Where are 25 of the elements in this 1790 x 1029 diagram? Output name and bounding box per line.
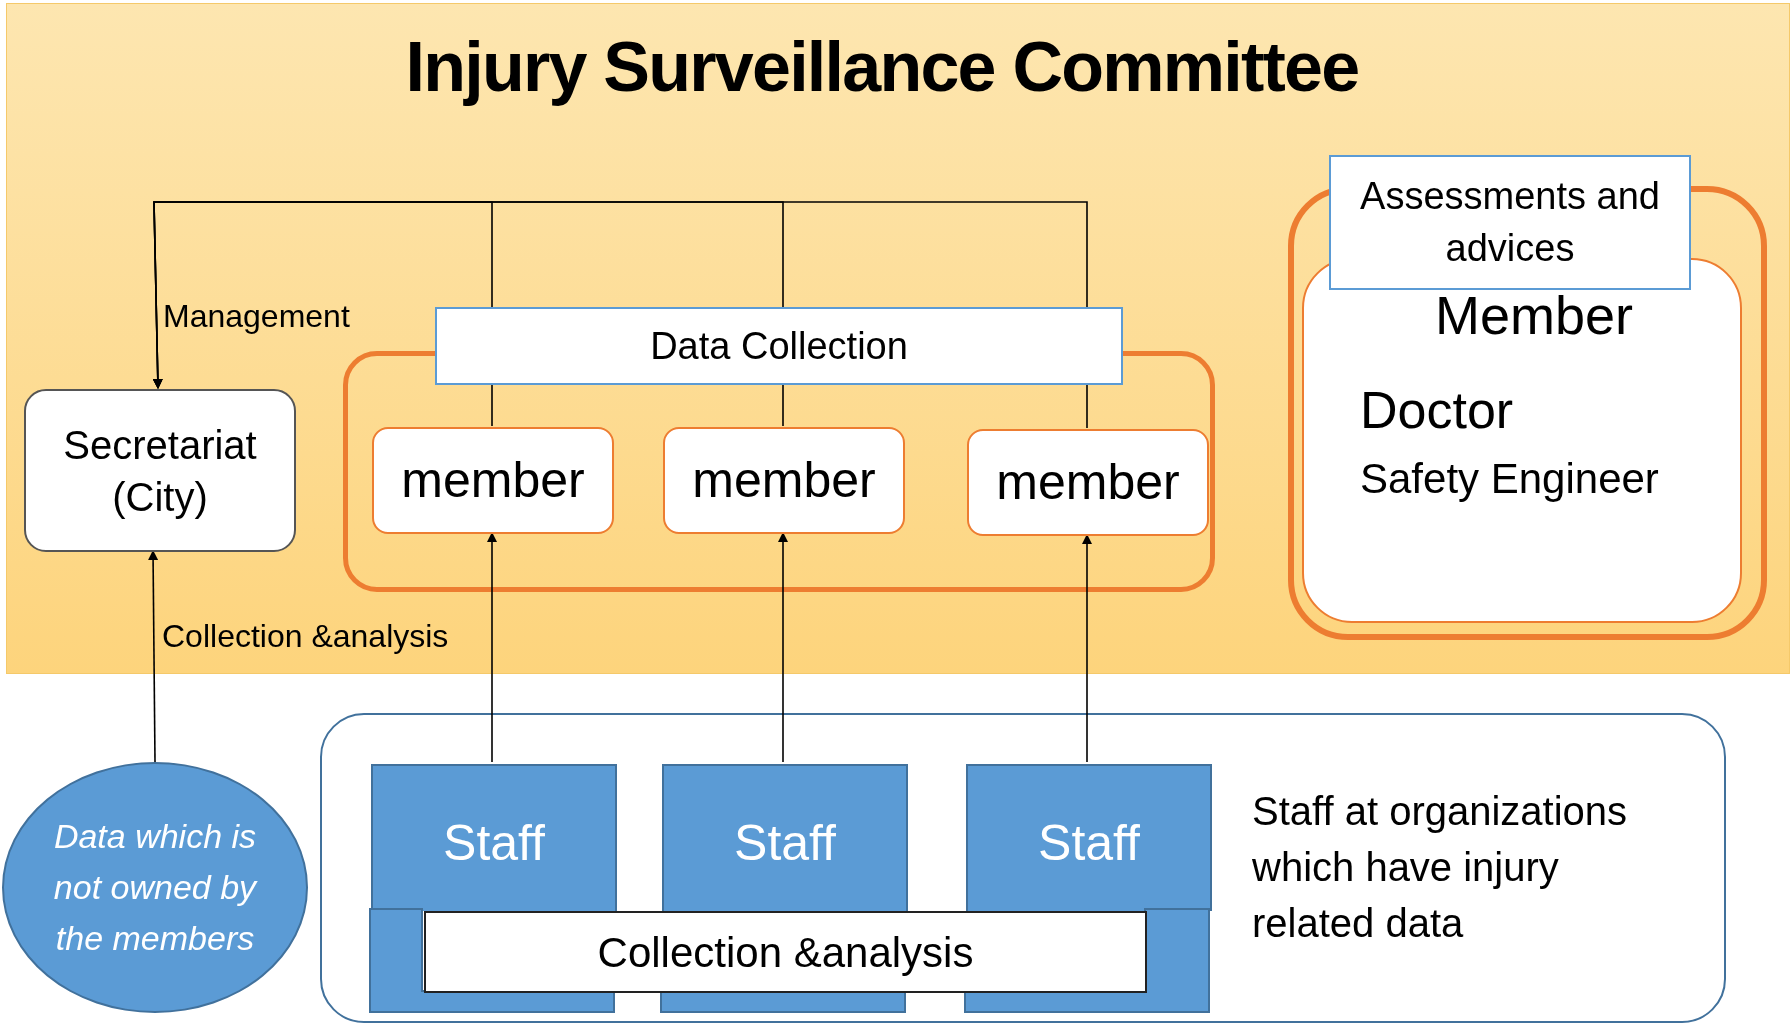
staff-box: Staff [966, 764, 1212, 911]
arrow [152, 201, 1088, 429]
arrow [148, 550, 159, 763]
staff-box: Staff [662, 764, 908, 911]
committee-band [6, 3, 1790, 674]
arrow [1082, 534, 1092, 763]
edge-label: Collection &analysis [162, 620, 449, 652]
role-label: Doctor [1360, 384, 1514, 436]
secretariat-box: Secretariat (City) [24, 389, 296, 552]
group-heading: Data Collection [435, 307, 1123, 385]
organization-label: Staff at organizations which have injury related data [1252, 788, 1629, 947]
roles-heading: Member [1433, 288, 1634, 342]
member-box: member [663, 427, 905, 534]
staff-box-base [660, 990, 906, 1013]
group-heading: Assessments and advices [1329, 155, 1691, 290]
edge-label: Management [163, 300, 350, 332]
staff-box: Staff [371, 764, 617, 911]
member-box: member [372, 427, 614, 534]
arrow [778, 532, 788, 763]
member-box: member [967, 429, 1209, 536]
arrow [487, 532, 497, 763]
collection-box: Collection &analysis [424, 911, 1147, 993]
data-source-ellipse: Data which is not owned by the members [2, 762, 308, 1013]
organization-frame [320, 713, 1726, 1023]
role-label: Safety Engineer [1360, 458, 1659, 500]
